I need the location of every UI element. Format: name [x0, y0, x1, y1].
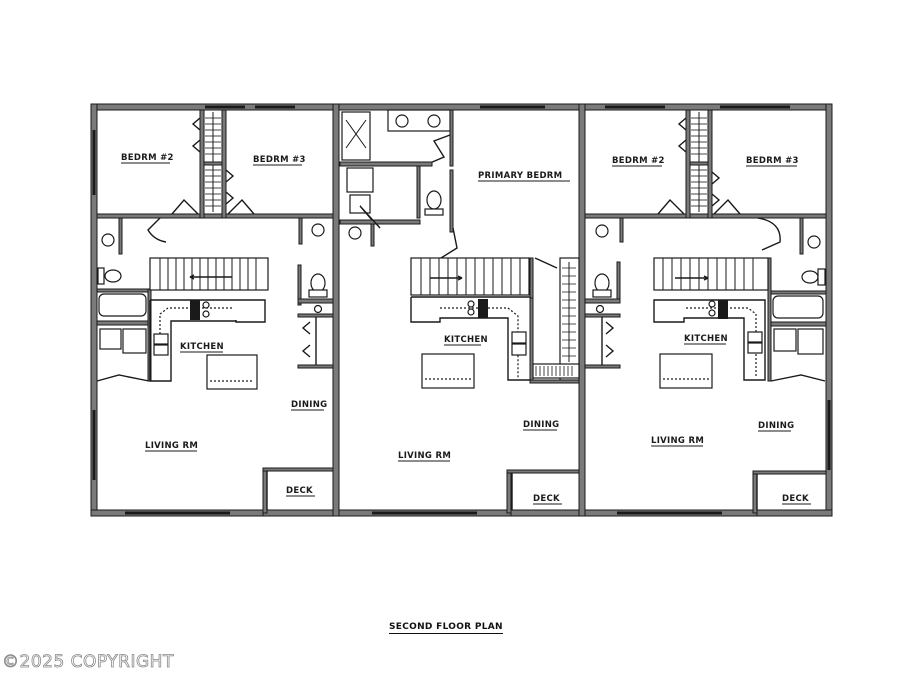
- kitchen-island: [659, 353, 713, 389]
- bathtub-icon: [772, 295, 824, 319]
- toilet-icon: [104, 269, 122, 283]
- room-label-living: LIVING RM: [398, 451, 451, 461]
- room-label-living: LIVING RM: [145, 441, 198, 451]
- room-label-deck: DECK: [782, 494, 809, 504]
- room-label-kitchen: KITCHEN: [684, 334, 728, 344]
- room-label-deck: DECK: [286, 486, 313, 496]
- sink-icon: [101, 233, 115, 247]
- kitchen-sink-icon: [747, 331, 763, 343]
- room-label-dining: DINING: [758, 421, 794, 431]
- room-label-dining: DINING: [523, 420, 559, 430]
- stairs-icon: [149, 257, 269, 291]
- dryer-icon: [122, 328, 147, 354]
- room-label-bedroom-2: BEDRM #2: [121, 153, 174, 163]
- room-label-primary-bedroom: PRIMARY BEDRM: [478, 171, 562, 181]
- room-label-deck: DECK: [533, 494, 560, 504]
- sink-icon: [807, 235, 821, 249]
- sink-icon: [348, 226, 362, 240]
- room-label-living: LIVING RM: [651, 436, 704, 446]
- room-label-kitchen: KITCHEN: [444, 335, 488, 345]
- center-unit: PRIMARY BEDRM KITCHEN DINING LIVING RM D…: [339, 109, 580, 514]
- sink-icon: [595, 224, 609, 238]
- kitchen-island: [421, 353, 475, 389]
- dryer-icon: [797, 328, 824, 355]
- room-label-bedroom-2: BEDRM #2: [612, 156, 665, 166]
- bathtub-icon: [98, 293, 147, 317]
- dryer-icon: [346, 167, 374, 193]
- copyright-watermark: ©2025 COPYRIGHT: [2, 652, 174, 673]
- stairs-icon: [410, 257, 530, 296]
- plan-title: SECOND FLOOR PLAN: [389, 622, 503, 634]
- room-label-bedroom-3: BEDRM #3: [253, 155, 306, 165]
- kitchen-sink-icon: [511, 331, 527, 344]
- room-label-kitchen: KITCHEN: [180, 342, 224, 352]
- range-icon: [478, 299, 488, 318]
- washer-icon: [773, 328, 797, 352]
- kitchen-island: [206, 354, 258, 390]
- range-icon: [190, 300, 200, 320]
- closet-icon: [203, 112, 223, 212]
- right-unit: BEDRM #2 BEDRM #3 KITCHEN DINING LIVING …: [584, 109, 827, 514]
- toilet-icon: [594, 273, 610, 293]
- closet-icon: [689, 112, 709, 212]
- range-icon: [718, 300, 728, 319]
- room-label-dining: DINING: [291, 400, 327, 410]
- shower-icon: [341, 111, 371, 161]
- stairs-icon: [653, 257, 769, 291]
- kitchen-sink-icon: [153, 333, 169, 345]
- washer-icon: [99, 328, 122, 350]
- toilet-icon: [310, 273, 326, 293]
- washer-icon: [349, 194, 371, 214]
- left-unit: BEDRM #2 BEDRM #3 KITCHEN DINING LIVING …: [96, 109, 334, 514]
- toilet-icon: [801, 270, 819, 284]
- sink-icon: [311, 223, 325, 237]
- toilet-icon: [426, 190, 442, 210]
- room-label-bedroom-3: BEDRM #3: [746, 156, 799, 166]
